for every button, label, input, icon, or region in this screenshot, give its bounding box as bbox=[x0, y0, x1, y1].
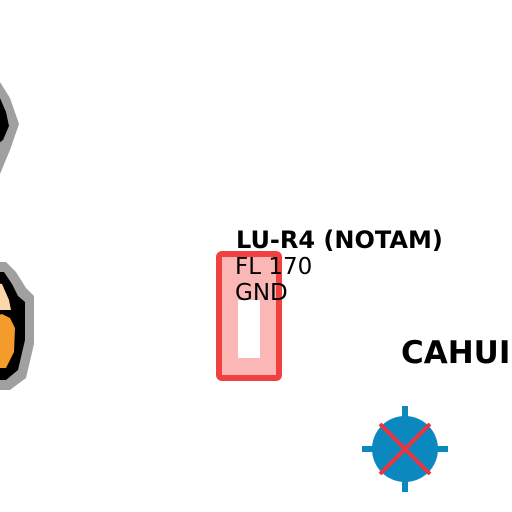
crosshair-circle-icon[interactable] bbox=[362, 406, 448, 492]
waypoint-name: CAHUI bbox=[401, 335, 510, 371]
restricted-area-lower-limit: GND bbox=[235, 280, 288, 306]
obstacle-feature-orange[interactable] bbox=[0, 262, 34, 390]
feature-light-orange bbox=[0, 283, 11, 310]
restricted-area-lu-r4[interactable] bbox=[216, 251, 282, 381]
feature-outline-top bbox=[0, 98, 9, 143]
restricted-area-name: LU-R4 (NOTAM) bbox=[236, 226, 443, 254]
restricted-area-inner bbox=[238, 300, 260, 358]
feature-fill-orange bbox=[0, 314, 15, 368]
cross-stroke-b bbox=[378, 422, 432, 476]
feature-halo-top bbox=[0, 82, 19, 190]
restricted-area-upper-limit: FL 170 bbox=[235, 254, 312, 280]
obstacle-feature-top[interactable] bbox=[0, 78, 19, 190]
